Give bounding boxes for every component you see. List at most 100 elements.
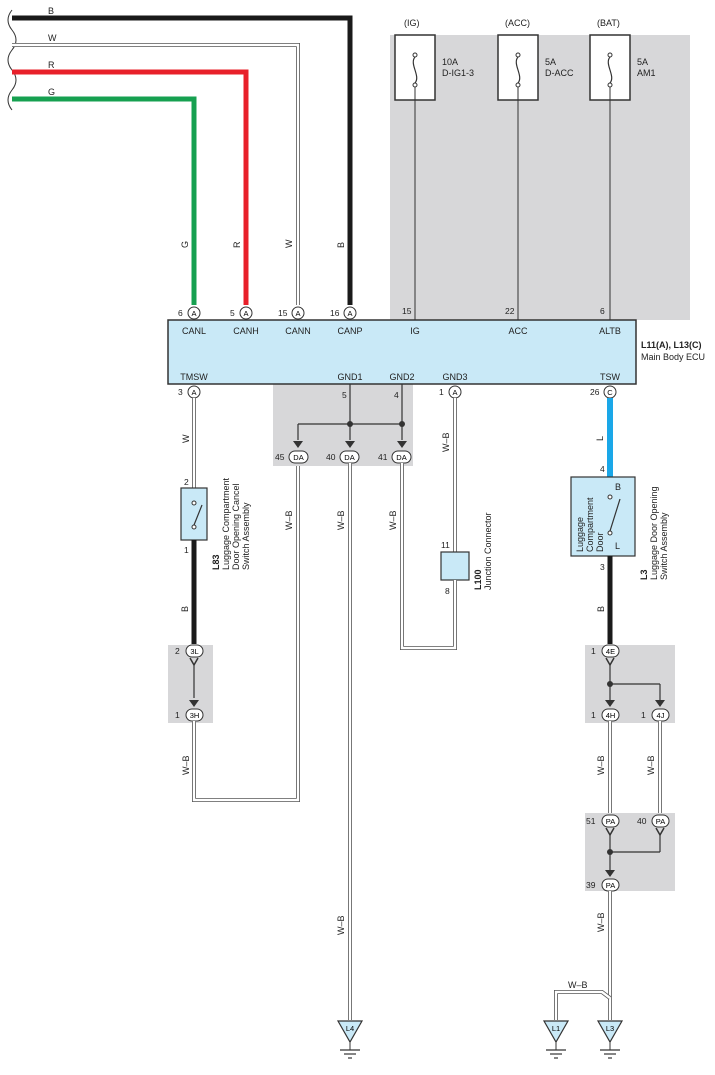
wire-label-l4: W–B [336, 915, 346, 935]
conn-3h-pin: 1 [175, 710, 180, 720]
wire-w-cann-outer [12, 43, 300, 305]
ground-label: L1 [552, 1024, 560, 1033]
l3-box-line2: Compartment [585, 497, 595, 552]
top-wire-label-g: G [48, 87, 55, 97]
l83-id: L83 [211, 554, 221, 570]
l3-switch-body [570, 476, 636, 557]
ground-conn-45: DA 45 [275, 450, 309, 464]
svg-text:A: A [191, 309, 196, 318]
wire-r-canh [12, 69, 249, 305]
wire-label-l83-out: B [180, 606, 190, 612]
wire-label-pa39-wb: W–B [596, 912, 606, 932]
fuse-rating: 10A [442, 57, 458, 67]
svg-text:C: C [607, 388, 613, 397]
conn-pa-51-pin: 51 [586, 816, 596, 826]
pin-number: 6 [600, 306, 605, 316]
fuse-rating: 5A [637, 57, 648, 67]
terminal-ig: 15 IG [402, 306, 420, 336]
terminal-altb: 6 ALTB [599, 306, 621, 336]
power-supply-shade [390, 35, 690, 320]
wire-l1-wb-inner [554, 990, 611, 1020]
l3-switch-b: B [615, 482, 621, 492]
top-wire-label-w: W [48, 33, 57, 43]
wire-label-4h-wb: W–B [596, 755, 606, 775]
wire-label-gnd3-top: W–B [441, 432, 451, 452]
conn-4h: 4H [606, 711, 616, 720]
wire-label-4j-wb: W–B [646, 755, 656, 775]
terminal-canl: A 6 CANL [178, 306, 206, 336]
l83-switch-body [180, 487, 208, 541]
terminal-name: CANH [233, 326, 259, 336]
top-wire-label-r: R [48, 60, 55, 70]
pin-number: 41 [378, 452, 388, 462]
terminal-name: CANN [285, 326, 311, 336]
l83-pin-bottom: 1 [184, 545, 189, 555]
wire-l100-return-inner [400, 463, 457, 650]
pin-number-gnd1: 5 [342, 390, 347, 400]
terminal-name: CANL [182, 326, 206, 336]
terminal-gnd3-connector: A 1 [439, 385, 462, 399]
wire-label-3h-wb: W–B [181, 755, 191, 775]
l83-pin-top: 2 [184, 477, 189, 487]
ground-label: L4 [346, 1024, 354, 1033]
ground-l4-icon: L4 [336, 1020, 364, 1059]
pin-number: 15 [278, 308, 288, 318]
pin-number: 40 [326, 452, 336, 462]
conn-4h-pin: 1 [591, 710, 596, 720]
pin-number-gnd2: 4 [394, 390, 399, 400]
terminal-tmsw-connector: A 3 [178, 385, 201, 399]
l83-name-line1: Luggage Compartment [221, 477, 231, 570]
terminal-name-gnd1: GND1 [337, 372, 362, 382]
l100-pin-top: 11 [441, 540, 450, 550]
wire-label-r-vertical: R [232, 241, 242, 248]
pin-number: 16 [330, 308, 340, 318]
top-wire-label-b: B [48, 6, 54, 16]
svg-text:DA: DA [293, 453, 303, 462]
pin-number: 45 [275, 452, 285, 462]
svg-text:A: A [295, 309, 300, 318]
conn-3h: 3H [190, 711, 200, 720]
terminal-canh: A 5 CANH [230, 306, 259, 336]
terminal-name-tsw: TSW [600, 372, 621, 382]
ecu-name: Main Body ECU [641, 352, 705, 362]
conn-4e: 4E [606, 647, 615, 656]
pin-number: 15 [402, 306, 412, 316]
l3-name-line1: Luggage Door Opening [649, 486, 659, 580]
terminal-name-tmsw: TMSW [180, 372, 208, 382]
main-body-ecu [167, 319, 637, 385]
terminal-name-gnd3: GND3 [442, 372, 467, 382]
l3-switch-l: L [615, 541, 620, 551]
wire-label-tmsw: W [181, 434, 191, 443]
fuse-name: D-IG1-3 [442, 68, 474, 78]
pin-number: 26 [590, 387, 600, 397]
ecu-id: L11(A), L13(C) [641, 340, 702, 350]
fuse-rating: 5A [545, 57, 556, 67]
wire-label-w-vertical: W [284, 239, 294, 248]
terminal-acc: 22 ACC [505, 306, 528, 336]
l100-id: L100 [473, 569, 483, 590]
l83-name-line3: Switch Assembly [241, 502, 251, 570]
l83-name-line2: Door Opening Cancel [231, 483, 241, 570]
conn-pa-40-pin: 40 [637, 816, 647, 826]
wire-l1-wb-outer [554, 990, 612, 1020]
l3-id: L3 [639, 569, 649, 580]
wire-w-cann-inner [12, 43, 300, 305]
harness-continuation-mark [7, 9, 17, 111]
svg-text:DA: DA [344, 453, 354, 462]
l3-name-line2: Switch Assembly [659, 512, 669, 580]
terminal-cann: A 15 CANN [278, 306, 311, 336]
wire-label-tsw: L [595, 436, 605, 441]
wire-label-gnd1: W–B [284, 510, 294, 530]
conn-3l-pin: 2 [175, 646, 180, 656]
pin-number: 22 [505, 306, 515, 316]
ground-l1-icon: L1 [542, 1020, 570, 1059]
terminal-name: ALTB [599, 326, 621, 336]
conn-4j-pin: 1 [641, 710, 646, 720]
l3-box-line3: Door [595, 532, 605, 552]
wire-3h-wb-inner [192, 466, 300, 802]
l100-junction-connector [440, 551, 470, 581]
svg-text:A: A [347, 309, 352, 318]
l3-box-line1: Luggage [575, 517, 585, 552]
wire-label-gnd3: W–B [388, 510, 398, 530]
